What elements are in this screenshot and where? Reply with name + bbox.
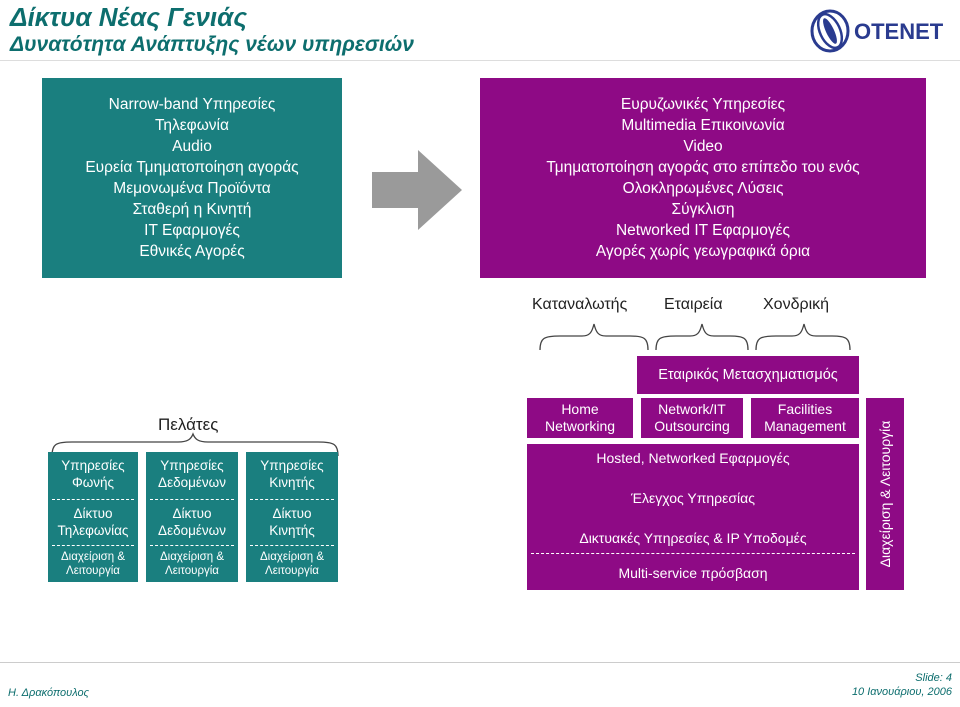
narrowband-line: Μεμονωμένα Προϊόντα xyxy=(113,180,271,197)
header-rule xyxy=(0,60,960,61)
segment-consumer: Καταναλωτής xyxy=(532,296,628,313)
narrowband-line: Narrow-band Υπηρεσίες xyxy=(108,96,276,113)
broadband-line: Τμηματοποίηση αγοράς στο επίπεδο του ενό… xyxy=(546,159,860,176)
brace-consumer xyxy=(539,323,649,351)
layer-hosted-apps: Hosted, Networked Εφαρμογές xyxy=(596,450,790,466)
silo-divider xyxy=(250,545,334,546)
narrowband-line: Ευρεία Τμηματοποίηση αγοράς xyxy=(85,159,299,176)
silo-divider xyxy=(52,499,134,500)
slide-date: 10 Ιανουάριου, 2006 xyxy=(851,686,952,698)
slide-number: Slide: 4 xyxy=(915,672,952,684)
narrowband-line: IT Εφαρμογές xyxy=(144,222,240,239)
layer-multiservice-access: Multi-service πρόσβαση xyxy=(618,565,768,581)
otenet-logo: OTENET xyxy=(810,9,944,53)
voice-operations: Διαχείριση &Λειτουργία xyxy=(60,551,126,577)
management-bar: Διαχείριση & Λειτουργία xyxy=(866,398,904,590)
logo-mark-icon xyxy=(810,9,850,53)
customers-brace xyxy=(51,432,339,457)
narrowband-line: Τηλεφωνία xyxy=(155,117,229,134)
silo-divider xyxy=(150,499,234,500)
broadband-line: Multimedia Επικοινωνία xyxy=(621,117,785,134)
customers-label: Πελάτες xyxy=(158,415,219,434)
footer-rule xyxy=(0,662,960,663)
broadband-line: Ευρυζωνικές Υπηρεσίες xyxy=(620,96,786,113)
broadband-line: Networked IT Εφαρμογές xyxy=(615,222,791,239)
segment-wholesale: Χονδρική xyxy=(763,296,830,313)
segment-enterprise: Εταιρεία xyxy=(664,296,723,313)
brace-wholesale xyxy=(755,323,851,351)
broadband-line: Video xyxy=(683,138,723,155)
transition-arrow-icon xyxy=(372,150,462,230)
silo-divider xyxy=(52,545,134,546)
brace-enterprise xyxy=(655,323,749,351)
narrowband-line: Εθνικές Αγορές xyxy=(139,243,245,260)
narrowband-line: Σταθερή η Κινητή xyxy=(132,201,252,218)
author-label: Η. Δρακόπουλος xyxy=(8,687,89,699)
mobile-operations: Διαχείριση &Λειτουργία xyxy=(259,551,325,577)
layer-service-control: Έλεγχος Υπηρεσίας xyxy=(631,490,755,506)
broadband-line: Σύγκλιση xyxy=(671,201,735,218)
slide-info: Slide: 4 10 Ιανουάριου, 2006 xyxy=(852,671,952,699)
page-subtitle: Δυνατότητα Ανάπτυξης νέων υπηρεσιών xyxy=(10,33,414,56)
broadband-line: Αγορές χωρίς γεωγραφικά όρια xyxy=(595,243,811,260)
layer-ip-infrastructure: Δικτυακές Υπηρεσίες & IP Υποδομές xyxy=(579,530,807,546)
segment-braces xyxy=(539,323,851,351)
silo-divider xyxy=(150,545,234,546)
narrowband-line: Audio xyxy=(172,138,212,155)
page-title: Δίκτυα Νέας Γενιάς xyxy=(10,2,248,32)
logo-text: OTENET xyxy=(854,19,944,44)
broadband-box: Ευρυζωνικές Υπηρεσίες Multimedia Επικοιν… xyxy=(480,78,926,278)
transformation-banner: Εταιρικός Μετασχηματισμός xyxy=(637,356,859,394)
platform-divider xyxy=(531,553,855,554)
ngn-platform-box: Hosted, Networked Εφαρμογές Έλεγχος Υπηρ… xyxy=(527,444,859,590)
silo-divider xyxy=(250,499,334,500)
narrowband-box: Narrow-band Υπηρεσίες Τηλεφωνία Audio Ευ… xyxy=(42,78,342,278)
data-operations: Διαχείριση &Λειτουργία xyxy=(159,551,225,577)
management-label: Διαχείριση & Λειτουργία xyxy=(877,420,893,568)
broadband-line: Ολοκληρωμένες Λύσεις xyxy=(622,180,784,197)
